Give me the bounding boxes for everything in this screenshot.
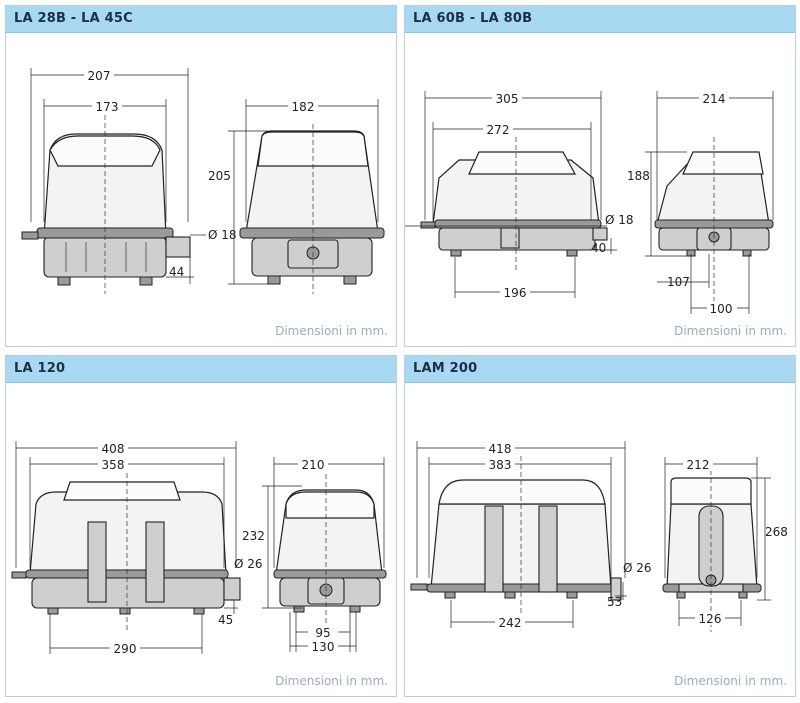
front-view <box>21 107 191 294</box>
dim-foot-spacing: 290 <box>114 642 137 656</box>
dim-width-total: 418 <box>489 442 512 456</box>
panel-header: LA 120 <box>6 356 396 383</box>
side-view <box>654 137 774 302</box>
panel-title: LAM 200 <box>413 361 478 376</box>
units-label: Dimensioni in mm. <box>275 674 388 688</box>
side-view <box>239 124 385 294</box>
side-view <box>273 474 387 642</box>
dim-depth: 212 <box>687 458 710 472</box>
panel-la60b-la80b: LA 60B - LA 80B 305 272 196 Ø 18 40 <box>404 5 796 347</box>
dim-outlet-height: 44 <box>169 265 184 279</box>
dim-outlet-height: 40 <box>591 241 606 255</box>
panel-la28b-la45c: LA 28B - LA 45C 207 173 Ø 18 44 <box>5 5 397 347</box>
dim-width-body: 383 <box>489 458 512 472</box>
panel-title: LA 120 <box>14 361 66 376</box>
dim-width-body: 173 <box>96 100 119 114</box>
dim-height: 232 <box>242 529 265 543</box>
dim-outlet-height: 53 <box>607 595 622 609</box>
dim-foot-spacing-outer: 130 <box>312 640 335 654</box>
units-label: Dimensioni in mm. <box>674 674 787 688</box>
dim-outlet-diameter: Ø 18 <box>208 228 237 242</box>
panel-header: LA 60B - LA 80B <box>405 6 795 33</box>
dim-width-total: 305 <box>496 92 519 106</box>
side-view <box>662 462 762 632</box>
panel-header: LA 28B - LA 45C <box>6 6 396 33</box>
dim-width-body: 358 <box>102 458 125 472</box>
dim-height: 268 <box>765 525 788 539</box>
dim-foot-spacing-side: 126 <box>699 612 722 626</box>
dim-outlet-height: 45 <box>218 613 233 627</box>
diagram-la120: 408 358 290 Ø 26 45 210 232 <box>11 441 387 656</box>
dim-width-body: 272 <box>487 123 510 137</box>
panel-title: LA 28B - LA 45C <box>14 11 133 26</box>
dim-outlet-diameter: Ø 18 <box>605 213 634 227</box>
panel-lam200: LAM 200 418 383 242 Ø 26 53 <box>404 355 796 697</box>
front-view <box>11 457 241 632</box>
dim-foot-spacing-inner: 95 <box>315 626 330 640</box>
dim-foot-spacing: 196 <box>504 286 527 300</box>
dim-depth: 210 <box>302 458 325 472</box>
dim-foot-spacing: 242 <box>499 616 522 630</box>
front-view <box>410 456 622 628</box>
panel-la120: LA 120 408 358 290 Ø 26 45 <box>5 355 397 697</box>
dim-height: 188 <box>627 169 650 183</box>
panel-title: LA 60B - LA 80B <box>413 11 533 26</box>
dim-foot-offset: 107 <box>667 275 690 289</box>
dim-outlet-diameter: Ø 26 <box>234 557 263 571</box>
dim-width-total: 408 <box>102 442 125 456</box>
dim-width-total: 207 <box>88 69 111 83</box>
diagram-la60b-la80b: 305 272 196 Ø 18 40 214 188 <box>405 91 774 316</box>
diagram-lam200: 418 383 242 Ø 26 53 212 268 <box>410 441 788 632</box>
diagram-la28b-la45c: 207 173 Ø 18 44 182 205 <box>21 68 385 294</box>
dim-height: 205 <box>208 169 231 183</box>
units-label: Dimensioni in mm. <box>674 324 787 338</box>
front-view <box>420 137 608 272</box>
units-label: Dimensioni in mm. <box>275 324 388 338</box>
dim-foot-spacing-side: 100 <box>710 302 733 316</box>
panel-header: LAM 200 <box>405 356 795 383</box>
dim-depth: 214 <box>703 92 726 106</box>
dim-outlet-diameter: Ø 26 <box>623 561 652 575</box>
dim-depth: 182 <box>292 100 315 114</box>
